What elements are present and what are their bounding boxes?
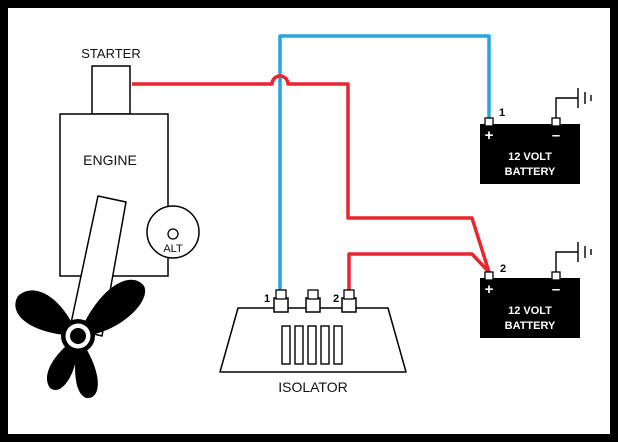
battery-2-line2: BATTERY <box>505 320 556 332</box>
battery-2-plus-sign: + <box>485 281 494 298</box>
ground-icon <box>555 88 592 118</box>
battery-1-terminal-label: 1 <box>499 107 505 119</box>
battery-2-line1: 12 VOLT <box>508 305 552 317</box>
battery-2-body <box>480 278 580 338</box>
battery-1-negative-post <box>551 117 561 127</box>
isolator-terminal-1-label: 1 <box>264 293 270 305</box>
isolator-post-center <box>305 297 321 313</box>
battery-1-body <box>480 124 580 184</box>
battery-1-minus-sign: – <box>552 127 560 144</box>
battery-1-line2: BATTERY <box>505 166 556 178</box>
isolator: 1 2 ISOLATOR <box>219 289 407 395</box>
battery-2-positive-post <box>484 271 494 281</box>
isolator-stud-1 <box>275 289 287 300</box>
starter-label: STARTER <box>81 46 140 61</box>
battery-2: + – 12 VOLT BATTERY 2 <box>480 242 592 338</box>
isolator-stud-2 <box>343 289 355 300</box>
alternator-pulley <box>167 228 179 240</box>
engine-label: ENGINE <box>83 152 137 168</box>
battery-2-terminal-label: 2 <box>500 263 506 275</box>
blue-wire <box>278 34 491 292</box>
starter-box <box>91 65 131 115</box>
alternator-label: ALT <box>163 243 183 255</box>
red-wire-starter <box>132 74 491 273</box>
battery-2-negative-post <box>551 271 561 281</box>
red-wire-isolator <box>347 252 491 292</box>
isolator-label: ISOLATOR <box>278 379 348 395</box>
battery-1-line1: 12 VOLT <box>508 151 552 163</box>
battery-1-positive-post <box>484 117 494 127</box>
battery-1: + – 12 VOLT BATTERY 1 <box>480 88 592 184</box>
battery-1-plus-sign: + <box>485 127 494 144</box>
battery-2-minus-sign: – <box>552 281 560 298</box>
drive-shaft <box>69 195 127 337</box>
ground-icon <box>555 242 592 272</box>
isolator-fins <box>281 325 343 365</box>
propeller-icon <box>15 279 146 399</box>
isolator-post-2 <box>341 297 357 313</box>
isolator-stud-center <box>307 289 319 300</box>
isolator-terminal-2-label: 2 <box>333 293 339 305</box>
isolator-post-1 <box>273 297 289 313</box>
